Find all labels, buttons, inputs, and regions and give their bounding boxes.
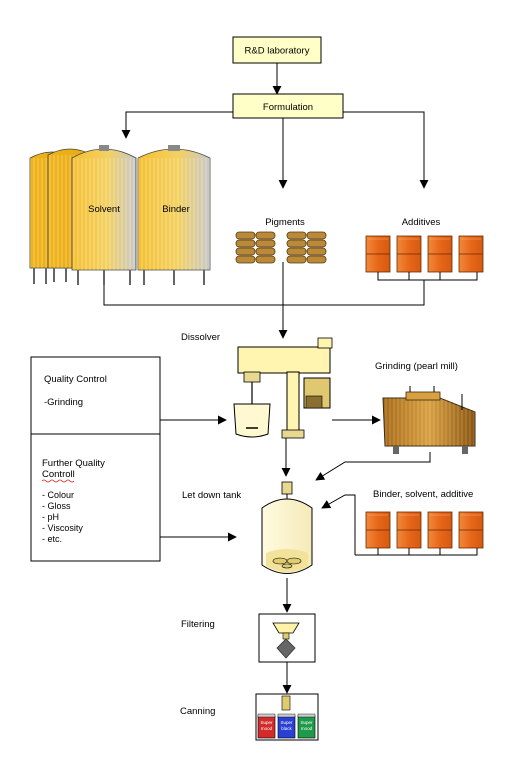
dissolver-label: Dissolver [181,332,220,343]
qc-list-item: - Colour [42,490,74,500]
filtering-label: Filtering [181,619,215,630]
filter-unit [258,613,316,663]
can-label-line2: mood [261,726,273,731]
rnd-label: R&D laboratory [245,46,310,57]
qc-list-item: - Viscosity [42,523,83,533]
additives-label: Additives [402,217,441,228]
pigment-sack [235,231,256,240]
drum [458,511,484,549]
pigment-sack [306,239,327,248]
pigment-sack [235,247,256,256]
qc-list-item: - Gloss [42,501,71,511]
drum [427,511,453,549]
storage-tanks: Solvent Binder [29,145,211,285]
pigment-sack [286,247,307,256]
solvent-label: Solvent [88,204,120,215]
pigment-sack [306,255,327,264]
further-qc-title-1: Further Quality [42,458,105,469]
pigment-sack [235,255,256,264]
binder-solvent-additive-label: Binder, solvent, additive [373,489,473,500]
formulation-box: Formulation [232,93,344,119]
can-label-line2: mood [301,726,313,731]
pigment-sack [286,255,307,264]
arrow-mill-to-tank [315,452,431,481]
further-qc-title-2: Controll [42,469,75,480]
grinding-label: Grinding (pearl mill) [375,361,458,372]
binder-tank: Binder [137,145,211,285]
drum [365,235,391,273]
pigment-sack [255,239,276,248]
pigment-sack [306,247,327,256]
canning-label: Canning [180,706,215,717]
let-down-tank-label: Let down tank [182,490,241,501]
drum [427,235,453,273]
pigment-sack [286,231,307,240]
pigment-sacks [235,231,327,264]
dissolver-machine [233,337,333,439]
drum [396,511,422,549]
can-label-line2: black [281,726,292,731]
drum [365,511,391,549]
qc-list-item: - pH [42,512,59,522]
binder-solvent-additive-drums [365,511,484,549]
additives-collector-line [377,272,478,281]
pearl-mill [382,386,476,454]
arrow-to-additives [343,111,429,189]
pigment-sack [235,239,256,248]
binder-label: Binder [162,204,189,215]
rnd-laboratory-box: R&D laboratory [232,36,322,64]
can-label-line1: Super [260,720,273,725]
can-label-line1: Super [300,720,313,725]
pigment-sack [255,255,276,264]
further-qc-items: - Colour- Gloss- pH- Viscosity- etc. [42,490,83,544]
drum [396,235,422,273]
pigment-sack [306,231,327,240]
qc-title: Quality Control [44,374,107,385]
drum [458,235,484,273]
qc-list-item: - etc. [42,534,62,544]
arrow-to-tanks [121,111,233,139]
feed-collector-line [103,280,425,306]
solvent-tank: Solvent [71,145,137,285]
formulation-label: Formulation [263,102,313,113]
pigment-sack [255,247,276,256]
let-down-tank [261,481,313,574]
qc-item: -Grinding [44,397,83,408]
can-label-line1: Super [280,720,293,725]
pigments-label: Pigments [265,217,305,228]
arrow-additives-to-tank [321,494,356,555]
pigment-sack [255,231,276,240]
pigment-sack [286,239,307,248]
quality-control-panel: Quality Control -Grinding Further Qualit… [30,356,161,562]
additive-drums [365,235,484,273]
